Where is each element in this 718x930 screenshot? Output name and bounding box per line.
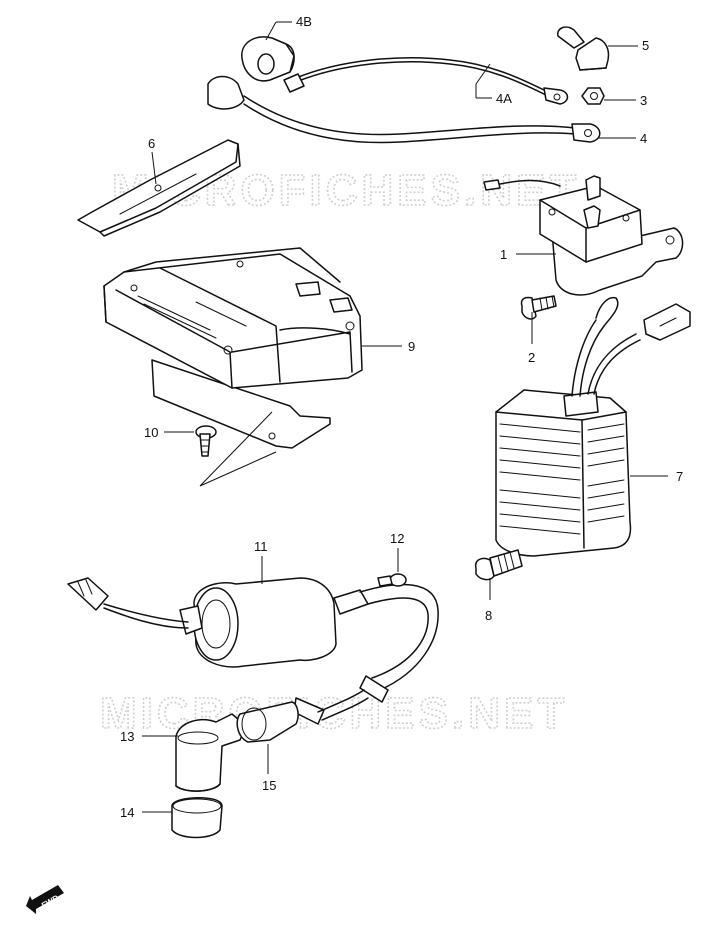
- part-13-plug-cap: [175, 713, 247, 792]
- callout-6: 6: [148, 136, 155, 151]
- callout-9: 9: [408, 339, 415, 354]
- callout-12: 12: [390, 531, 404, 546]
- callouts: 4B 5 3 4A 4 6 1 2 9 10 7 8 11 12 13 14 1…: [120, 14, 683, 820]
- callout-15: 15: [262, 778, 276, 793]
- callout-1: 1: [500, 247, 507, 262]
- callout-3: 3: [640, 93, 647, 108]
- callout-4b: 4B: [296, 14, 312, 29]
- callout-8: 8: [485, 608, 492, 623]
- part-3-nut: [581, 87, 605, 105]
- part-9-igniter-unit: [103, 247, 363, 449]
- callout-13: 13: [120, 729, 134, 744]
- part-4a-wire: [283, 57, 569, 105]
- callout-2: 2: [528, 350, 535, 365]
- callout-14: 14: [120, 805, 134, 820]
- part-4b-cap: [241, 36, 295, 82]
- part-7-regulator: [495, 296, 691, 557]
- part-6-bracket: [77, 139, 241, 237]
- part-10-screw: [195, 425, 217, 457]
- part-14-seal: [171, 797, 223, 839]
- part-12-screw: [377, 573, 407, 587]
- part-8-bolt: [474, 549, 523, 581]
- fwd-arrow-icon: FWD: [26, 885, 64, 914]
- callout-5: 5: [642, 38, 649, 53]
- watermark-bottom: MICROFICHES.NET: [100, 689, 568, 738]
- callout-11: 11: [254, 539, 268, 554]
- callout-4a: 4A: [496, 91, 512, 106]
- leader-lines: [142, 21, 668, 813]
- callout-10: 10: [144, 425, 158, 440]
- callout-7: 7: [676, 469, 683, 484]
- part-15-cap: [236, 701, 299, 743]
- callout-4: 4: [640, 131, 647, 146]
- part-1-starter-relay: [483, 175, 684, 296]
- part-4-cable: [207, 75, 601, 144]
- part-5-boot: [557, 26, 610, 71]
- part-2-screw: [520, 295, 557, 320]
